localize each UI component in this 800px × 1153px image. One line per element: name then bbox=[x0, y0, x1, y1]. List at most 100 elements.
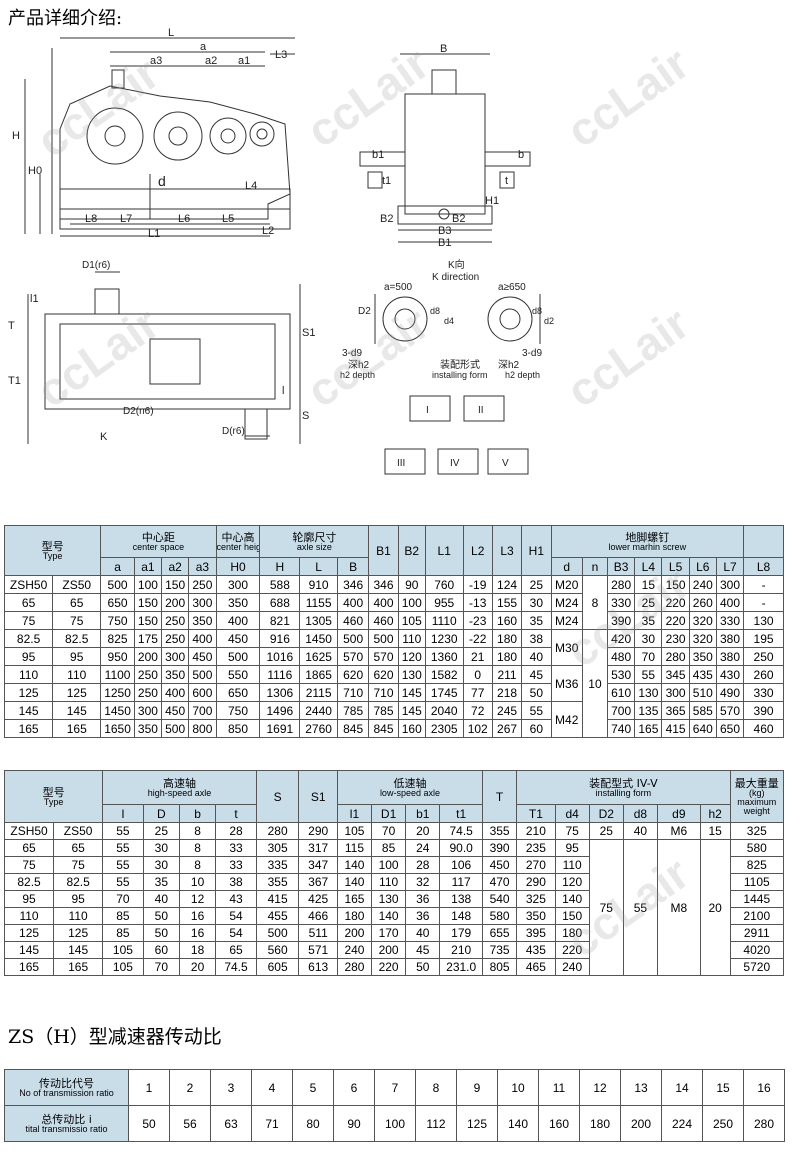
table-cell: 125 bbox=[3, 924, 55, 942]
table-cell: 224 bbox=[661, 1105, 703, 1142]
label-d: d bbox=[158, 173, 166, 189]
table-cell: 490 bbox=[715, 683, 745, 702]
table-cell: 100 bbox=[397, 593, 426, 612]
label-h2-b-en: h2 depth bbox=[505, 370, 540, 380]
table-cell: 35 bbox=[521, 611, 552, 630]
table-cell: 1691 bbox=[259, 719, 301, 738]
label-S: S bbox=[302, 410, 309, 422]
table-cell: 200 bbox=[371, 941, 407, 959]
table-cell: 280 bbox=[607, 575, 636, 594]
table-cell: 70 bbox=[102, 890, 144, 908]
table-cell: 710 bbox=[368, 683, 399, 702]
label-L7: L7 bbox=[120, 213, 132, 225]
table-cell: 7 bbox=[374, 1069, 416, 1106]
table-cell: 1745 bbox=[424, 683, 464, 702]
table-cell: 955 bbox=[424, 593, 464, 612]
table-cell: 450 bbox=[482, 856, 518, 874]
label-T1: T1 bbox=[8, 375, 21, 387]
table-cell: 465 bbox=[516, 958, 556, 976]
table-cell: 1445 bbox=[729, 890, 785, 908]
table-cell: 460 bbox=[336, 611, 370, 630]
table-cell: 220 bbox=[371, 958, 407, 976]
table-cell: 82.5 bbox=[3, 873, 55, 891]
cell-n: 8 bbox=[581, 575, 609, 630]
label-form-zh: 装配形式 bbox=[440, 358, 480, 371]
label-a650: a≥650 bbox=[498, 282, 526, 293]
table-cell: 415 bbox=[255, 890, 300, 908]
table-cell: 250 bbox=[133, 683, 163, 702]
table-cell: 560 bbox=[255, 941, 300, 959]
table-cell: 395 bbox=[516, 924, 556, 942]
label-b1: b1 bbox=[372, 149, 384, 161]
table-cell: 350 bbox=[688, 647, 717, 666]
table-cell: 655 bbox=[482, 924, 518, 942]
table-cell: 148 bbox=[439, 907, 484, 925]
table-cell: 250 bbox=[133, 665, 163, 684]
table-cell: 105 bbox=[397, 611, 426, 630]
label-h2-a-zh: 深h2 bbox=[348, 359, 370, 371]
label-B: B bbox=[440, 43, 447, 55]
table-cell: 75 bbox=[3, 856, 55, 874]
table-cell: 60 bbox=[521, 719, 552, 738]
label-b: b bbox=[518, 149, 524, 161]
table-cell: 650 bbox=[100, 593, 135, 612]
table-cell: 350 bbox=[188, 611, 217, 630]
table-cell: 120 bbox=[554, 873, 590, 891]
table-cell: 160 bbox=[538, 1105, 580, 1142]
table-cell: 165 bbox=[52, 719, 102, 738]
table-cell: M24 bbox=[550, 593, 583, 612]
table-cell: 1496 bbox=[259, 701, 301, 720]
label-L3: L3 bbox=[275, 49, 287, 61]
col-B2: B2 bbox=[397, 525, 426, 576]
table-cell: 8 bbox=[178, 839, 217, 857]
table-cell: 77 bbox=[462, 683, 493, 702]
table-cell: 700 bbox=[607, 701, 636, 720]
table-cell: 140 bbox=[371, 907, 407, 925]
table-cell: 1250 bbox=[100, 683, 135, 702]
table-cell: 267 bbox=[491, 719, 523, 738]
table-cell: 40 bbox=[142, 890, 180, 908]
label-B2-left: B2 bbox=[380, 213, 393, 225]
table-cell: 1110 bbox=[424, 611, 464, 630]
table-cell: -22 bbox=[462, 629, 493, 648]
label-h2-a-en: h2 depth bbox=[340, 370, 375, 380]
table-cell: 1 bbox=[128, 1069, 170, 1106]
table-cell: 60 bbox=[142, 941, 180, 959]
table-cell: 106 bbox=[439, 856, 484, 874]
table-cell: 415 bbox=[661, 719, 690, 738]
label-B2-right: B2 bbox=[452, 213, 465, 225]
table-cell: 350 bbox=[161, 665, 190, 684]
table-cell: 350 bbox=[215, 593, 261, 612]
table-cell: 160 bbox=[491, 611, 523, 630]
table-cell: 1582 bbox=[424, 665, 464, 684]
table-cell: 5720 bbox=[729, 958, 785, 976]
table-cell: 466 bbox=[298, 907, 338, 925]
header-screw-end bbox=[743, 525, 784, 558]
table-cell: 28 bbox=[405, 856, 441, 874]
table-cell: 55 bbox=[521, 701, 552, 720]
table-cell: 80 bbox=[292, 1105, 334, 1142]
table-cell: 21 bbox=[462, 647, 493, 666]
table-cell: 32 bbox=[405, 873, 441, 891]
table-cell: 25 bbox=[142, 822, 180, 840]
header-max-weight: 最大重量(kg)maximum weight bbox=[729, 770, 785, 823]
table-cell: 500 bbox=[161, 719, 190, 738]
table-cell: 28 bbox=[215, 822, 257, 840]
table-cell: 150 bbox=[554, 907, 590, 925]
table-cell: 740 bbox=[607, 719, 636, 738]
table-cell: 124 bbox=[491, 575, 523, 594]
table-cell: 110 bbox=[554, 856, 590, 874]
table-cell: 45 bbox=[405, 941, 441, 959]
table-cell: 145 bbox=[52, 701, 102, 720]
table-cell: 72 bbox=[462, 701, 493, 720]
table-cell: 36 bbox=[405, 907, 441, 925]
table-cell: 650 bbox=[215, 683, 261, 702]
table-cell: 390 bbox=[743, 701, 784, 720]
table-cell: 74.5 bbox=[439, 822, 484, 840]
table-cell: 380 bbox=[715, 647, 745, 666]
